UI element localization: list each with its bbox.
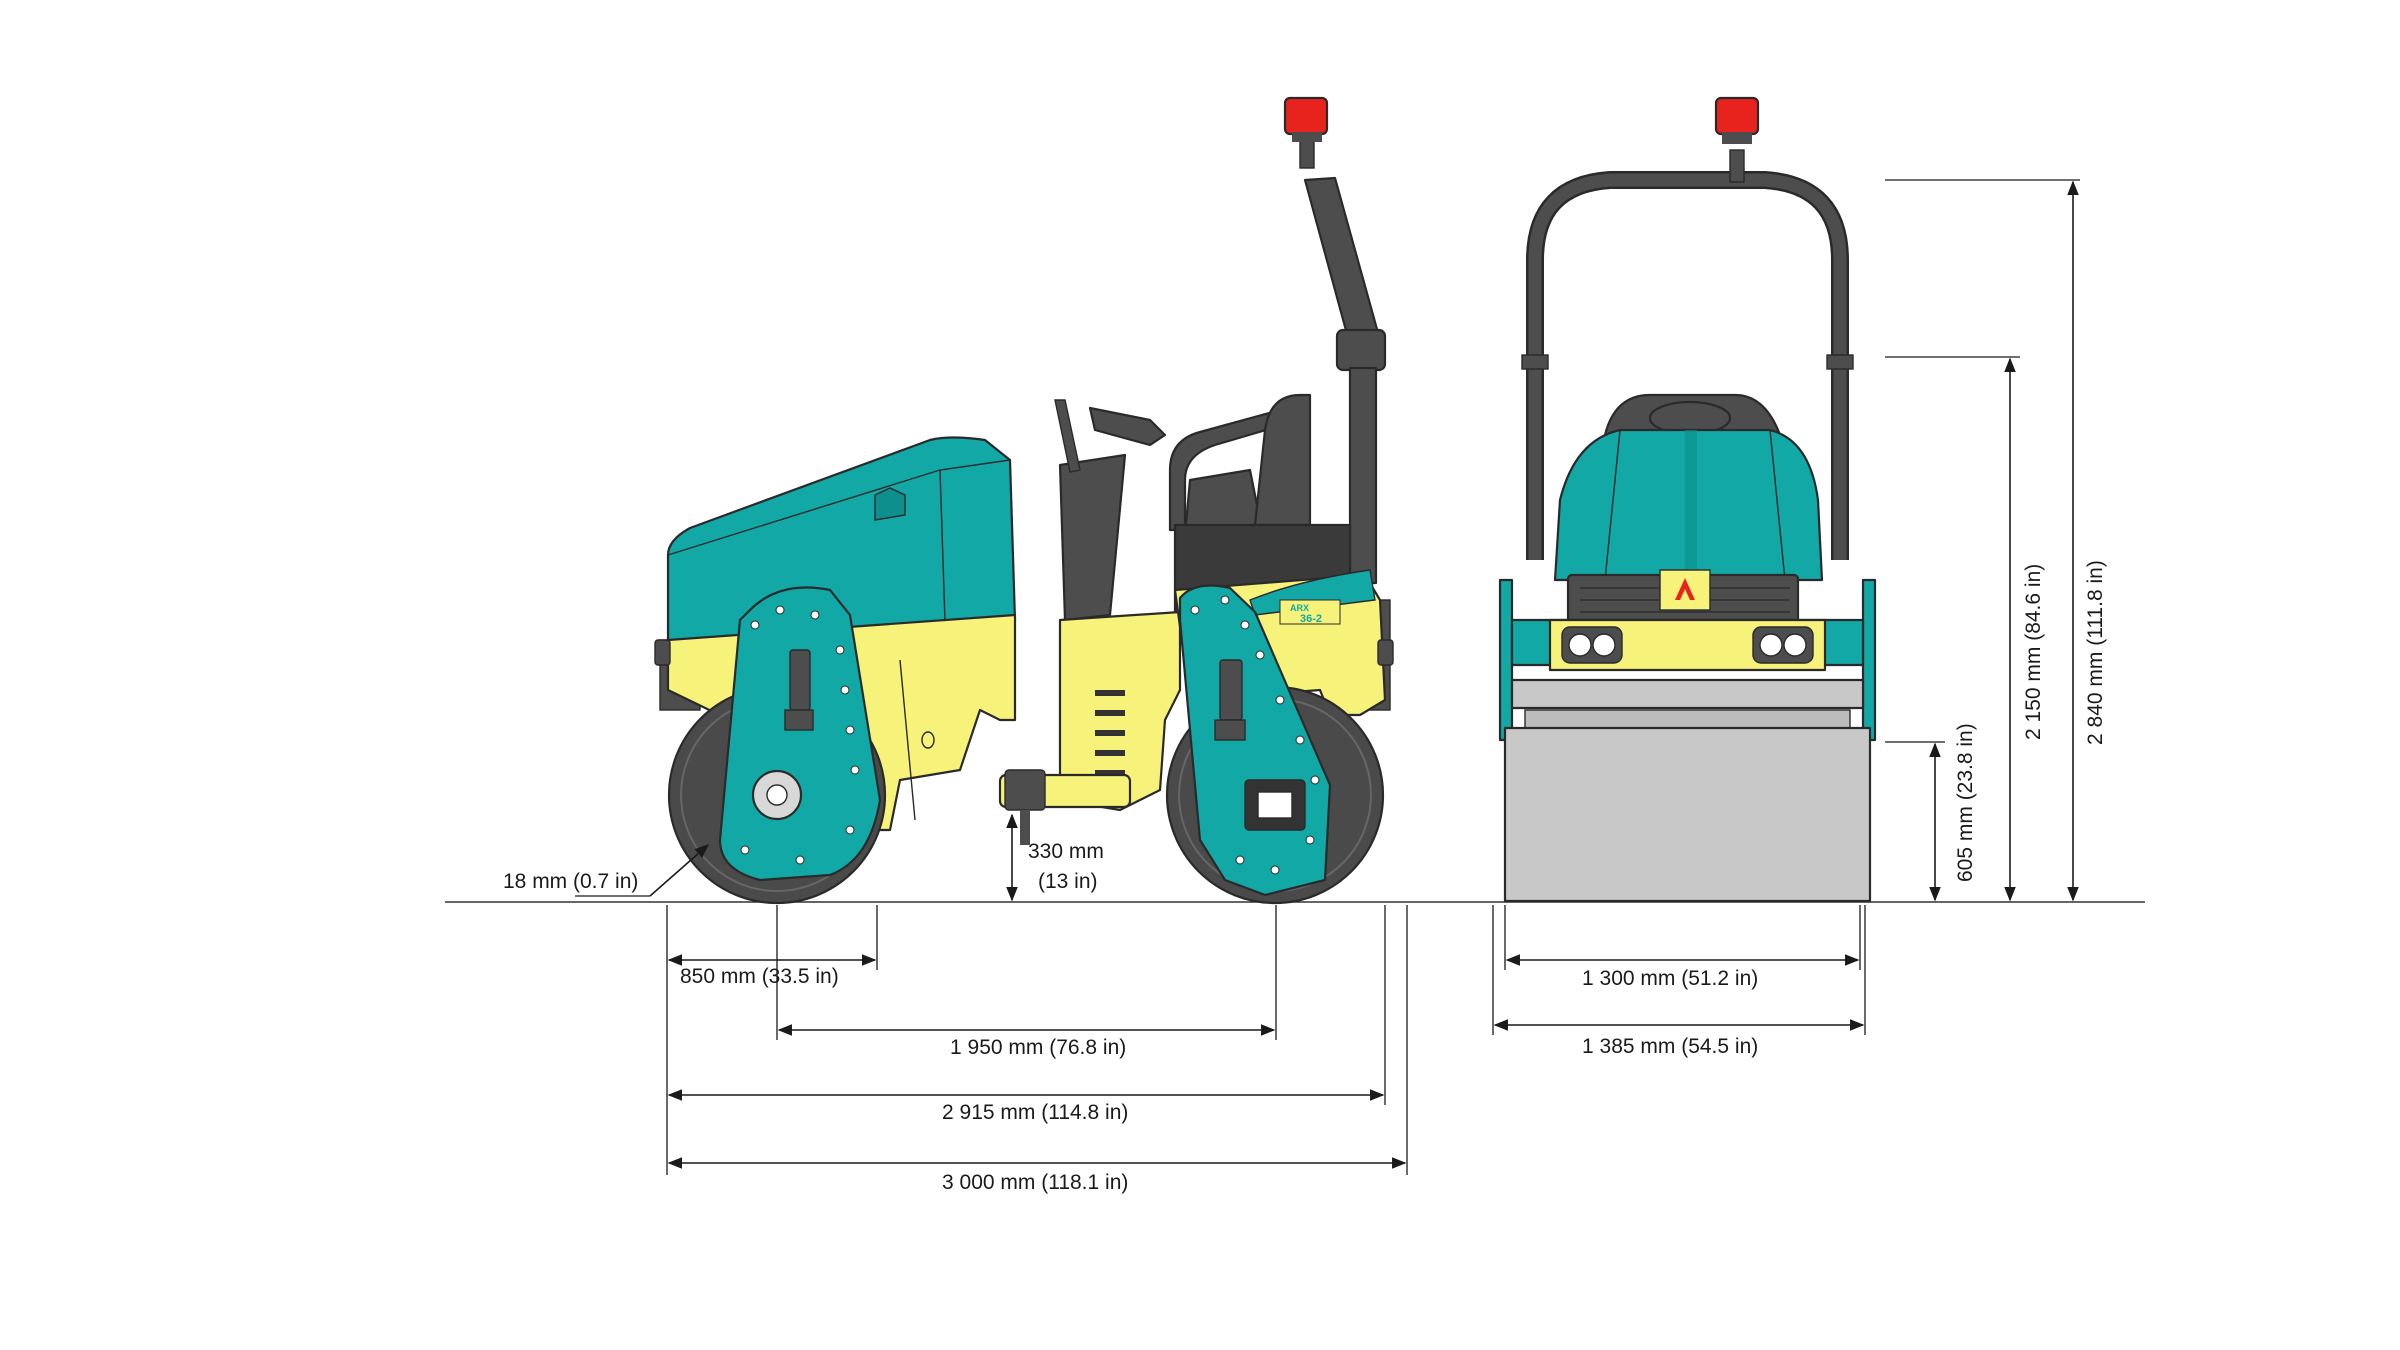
badge-line1: ARX xyxy=(1290,603,1309,613)
label-length-total: 3 000 mm (118.1 in) xyxy=(942,1171,1128,1194)
rops-post xyxy=(1348,366,1378,585)
dimension-labels: 18 mm (0.7 in) 330 mm (13 in) 850 mm (33… xyxy=(503,560,2107,1194)
label-length-drums: 2 915 mm (114.8 in) xyxy=(942,1101,1128,1124)
dimension-lines xyxy=(575,179,2080,1175)
front-view-roller xyxy=(1498,96,1877,903)
label-ground-clearance-mm: 330 mm xyxy=(1028,840,1104,863)
label-height-total: 2 840 mm (111.8 in) xyxy=(2084,560,2107,745)
label-total-width: 1 385 mm (54.5 in) xyxy=(1582,1035,1758,1058)
ammann-logo-icon xyxy=(1659,569,1711,611)
label-drum-width: 1 300 mm (51.2 in) xyxy=(1582,967,1758,990)
label-drum-height: 605 mm (23.8 in) xyxy=(1954,723,1977,882)
rops-arm xyxy=(1303,176,1382,347)
side-view-roller: ARX 36-2 xyxy=(654,96,1394,905)
badge-line2: 36-2 xyxy=(1300,613,1322,625)
label-front-overhang: 850 mm (33.5 in) xyxy=(680,965,839,988)
label-height-rops-folded: 2 150 mm (84.6 in) xyxy=(2022,564,2045,740)
label-wheelbase: 1 950 mm (76.8 in) xyxy=(950,1036,1126,1059)
label-drum-edge: 18 mm (0.7 in) xyxy=(503,870,638,893)
warning-beacon-icon xyxy=(1714,96,1760,144)
model-badge: ARX 36-2 xyxy=(1279,599,1341,625)
warning-beacon-icon xyxy=(1283,96,1329,142)
label-ground-clearance-in: (13 in) xyxy=(1038,870,1098,893)
steering-wheel xyxy=(1088,406,1167,447)
front-drum-face xyxy=(1503,726,1872,903)
